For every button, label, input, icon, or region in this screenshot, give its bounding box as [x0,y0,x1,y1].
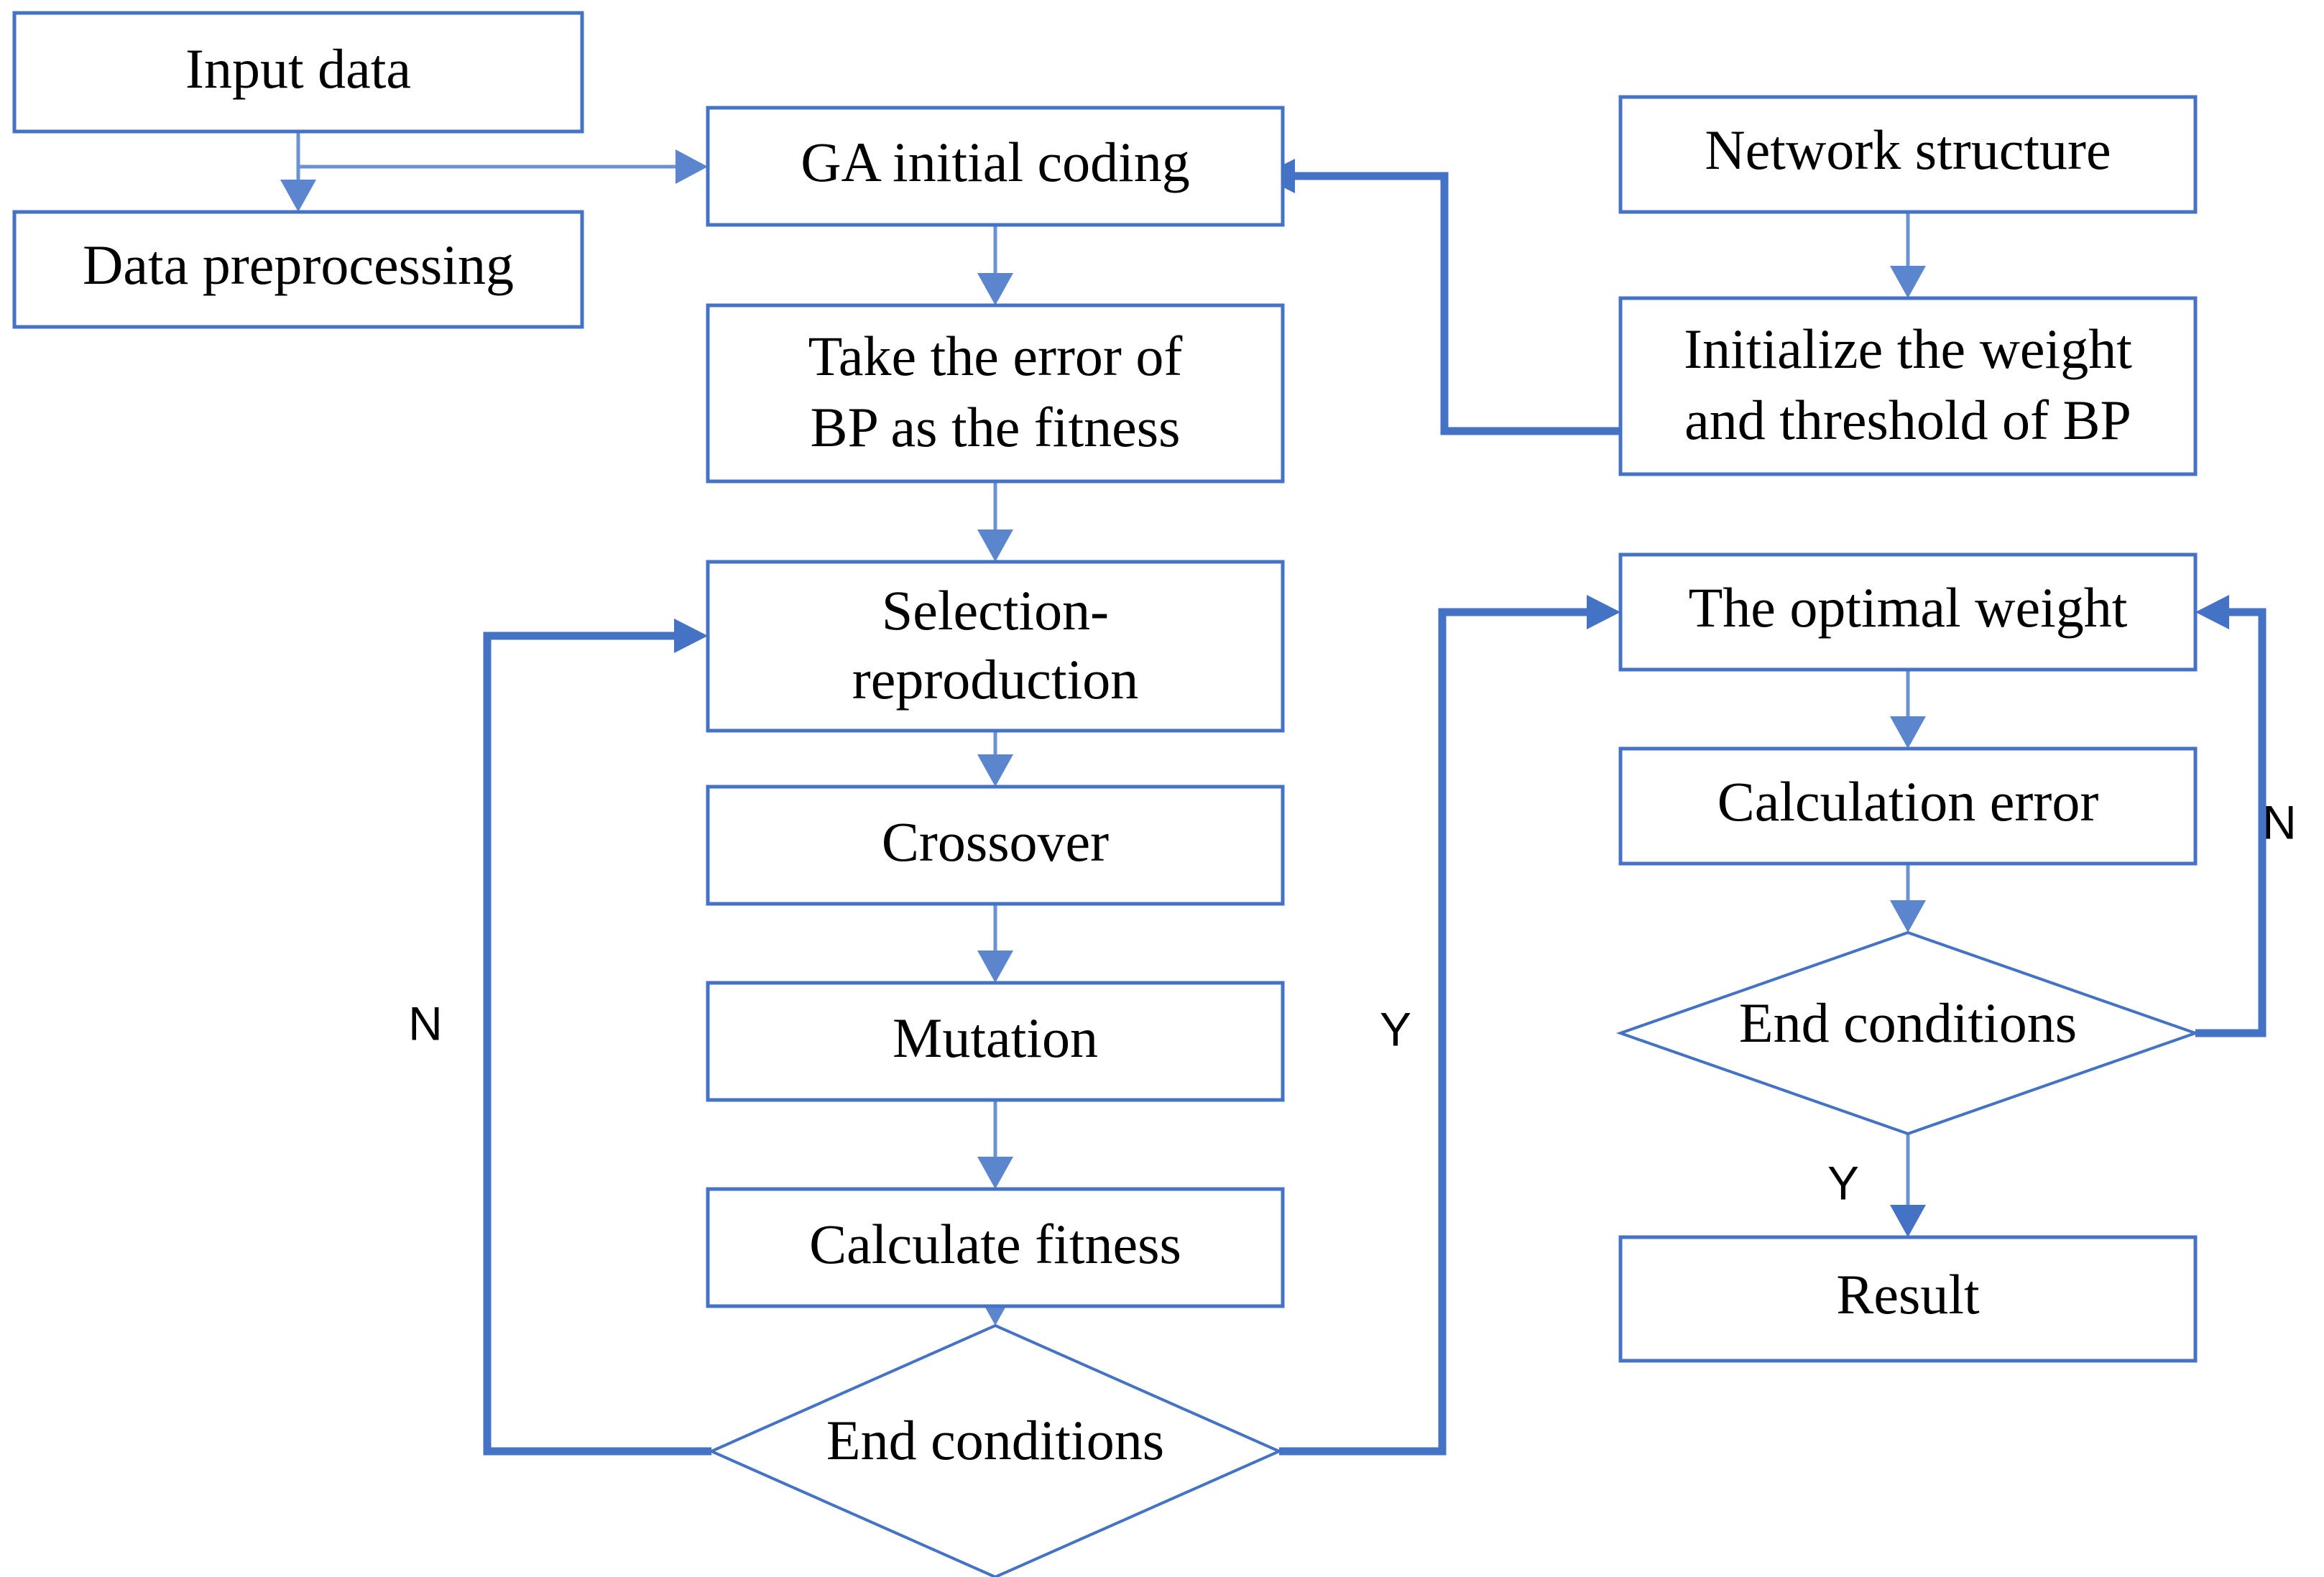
edge-end-conditions-left-no-to-selection-reproduction [483,619,711,1456]
node-ga-initial-coding-label: GA initial coding [801,131,1190,193]
node-optimal-weight-shape [1618,552,2198,672]
node-input-data-label: Input data [185,37,411,100]
edge-take-error-to-selection-reproduction [977,481,1013,562]
edge-ga-initial-coding-to-take-error [977,225,1013,305]
node-optimal-weight[interactable]: The optimal weight [1618,552,2198,672]
node-initialize-weight-label-line1: Initialize the weight [1684,318,2132,380]
edge-initialize-weight-to-ga-initial-coding [1261,159,1620,435]
node-input-data-shape [12,11,584,134]
edge-input-data-to-data-preprocessing [280,131,316,212]
node-mutation-shape [706,981,1285,1102]
branch-label-y-right: Y [1827,1156,1859,1209]
branch-label-n-right: N [2262,795,2297,848]
edge-end-conditions-left-yes-to-optimal-weight [1279,595,1620,1456]
node-take-error-of-bp-shape [706,303,1285,484]
node-calculation-error[interactable]: Calculation error [1618,746,2198,866]
node-network-structure[interactable]: Network structure [1618,95,2198,214]
edge-input-data-to-ga-initial-coding [298,149,708,184]
node-end-conditions-right-label: End conditions [1739,991,2077,1054]
node-result-label: Result [1836,1263,1980,1326]
node-mutation-label: Mutation [893,1007,1098,1069]
node-end-conditions-left-label: End conditions [826,1409,1164,1471]
node-crossover-shape [706,785,1285,906]
node-result-shape [1618,1235,2198,1363]
node-crossover[interactable]: Crossover [706,785,1285,906]
edge-end-conditions-right-no-to-optimal-weight [2195,595,2267,1037]
node-network-structure-label: Network structure [1705,119,2111,181]
node-selection-reproduction-label-line2: reproduction [852,648,1139,711]
branch-label-n-left: N [408,996,443,1050]
node-selection-reproduction-label-line1: Selection- [882,579,1109,642]
node-initialize-weight-shape [1618,296,2198,476]
node-ga-initial-coding-shape [706,106,1285,227]
node-calculate-fitness-shape [706,1187,1285,1308]
edge-calculation-error-to-end-conditions-right [1890,864,1926,933]
edge-optimal-weight-to-calculation-error [1890,670,1926,749]
node-data-preprocessing[interactable]: Data preprocessing [12,210,584,329]
edge-crossover-to-mutation [977,904,1013,983]
branch-label-y-left: Y [1380,1002,1411,1055]
node-initialize-weight[interactable]: Initialize the weight and threshold of B… [1618,296,2198,476]
node-ga-initial-coding[interactable]: GA initial coding [706,106,1285,227]
node-take-error-of-bp[interactable]: Take the error of BP as the fitness [706,303,1285,484]
edge-selection-reproduction-to-crossover [977,731,1013,787]
node-take-error-of-bp-label-line2: BP as the fitness [811,396,1181,458]
node-end-conditions-right-shape [1615,930,2200,1136]
node-calculate-fitness-label: Calculate fitness [809,1213,1181,1275]
node-calculation-error-label: Calculation error [1717,770,2099,833]
edge-end-conditions-right-yes-to-result [1890,1134,1926,1237]
node-end-conditions-right[interactable]: End conditions [1615,930,2200,1136]
node-optimal-weight-label: The optimal weight [1689,576,2128,639]
node-take-error-of-bp-label-line1: Take the error of [808,325,1183,387]
node-crossover-label: Crossover [882,810,1109,873]
node-data-preprocessing-shape [12,210,584,329]
node-data-preprocessing-label: Data preprocessing [83,233,514,296]
node-initialize-weight-label-line2: and threshold of BP [1684,389,2131,451]
edge-network-structure-to-initialize-weight [1890,212,1926,298]
node-input-data[interactable]: Input data [12,11,584,134]
node-calculate-fitness[interactable]: Calculate fitness [706,1187,1285,1308]
node-mutation[interactable]: Mutation [706,981,1285,1102]
node-end-conditions-left-shape [708,1323,1283,1577]
node-result[interactable]: Result [1618,1235,2198,1363]
node-selection-reproduction-shape [706,560,1285,733]
node-calculation-error-shape [1618,746,2198,866]
node-selection-reproduction[interactable]: Selection- reproduction [706,560,1285,733]
node-network-structure-shape [1618,95,2198,214]
node-end-conditions-left[interactable]: End conditions [708,1323,1283,1577]
edge-mutation-to-calculate-fitness [977,1100,1013,1189]
